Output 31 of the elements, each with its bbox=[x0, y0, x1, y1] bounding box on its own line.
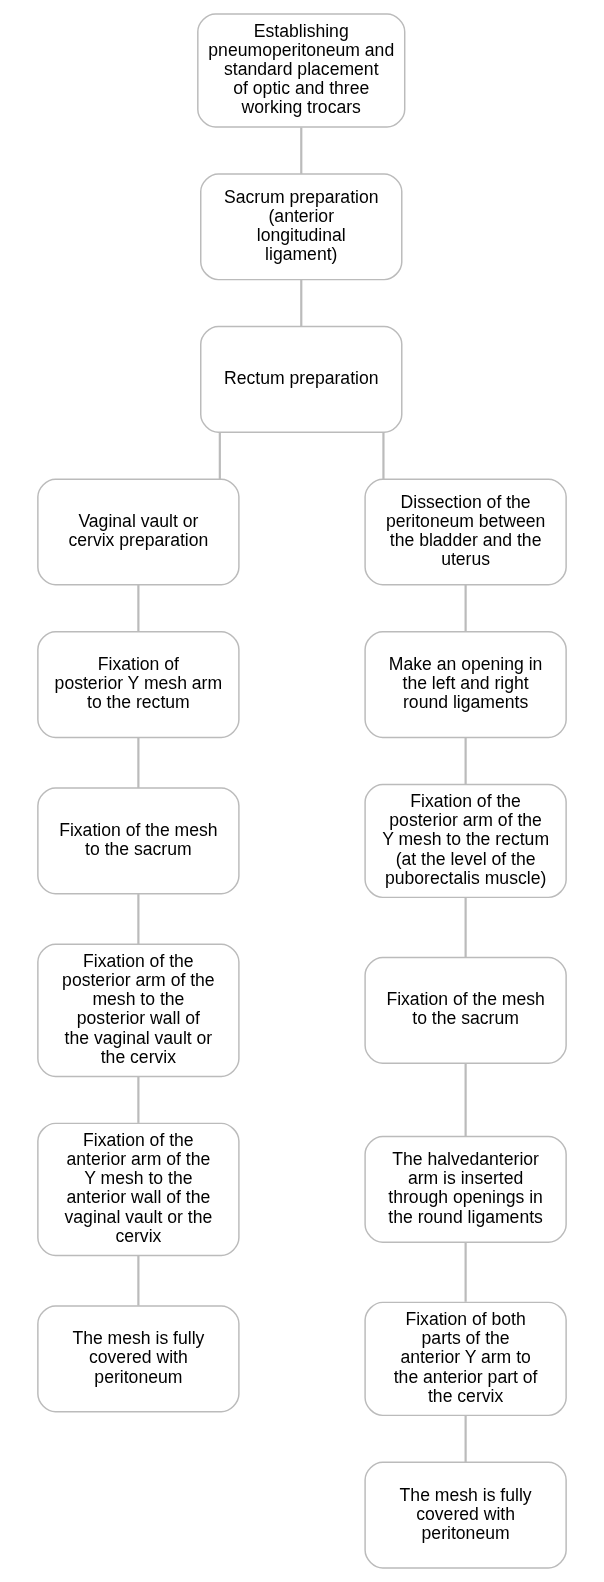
node-box: The mesh is fully covered with peritoneum bbox=[364, 1461, 567, 1569]
connector bbox=[137, 737, 140, 789]
connector bbox=[137, 584, 140, 632]
node-box: Fixation of both parts of the anterior Y arm to the anterior part of the cervix bbox=[364, 1301, 567, 1417]
node-box: Vaginal vault or cervix preparation bbox=[37, 478, 240, 586]
connector bbox=[464, 1242, 467, 1302]
connector bbox=[464, 737, 467, 785]
connector bbox=[464, 584, 467, 632]
connector bbox=[300, 279, 303, 327]
connector bbox=[137, 1076, 140, 1123]
node-box: Fixation of posterior Y mesh arm to the rectum bbox=[37, 631, 240, 739]
node-box: Fixation of the mesh to the sacrum bbox=[37, 787, 240, 895]
node-box: Dissection of the peritoneum between the bladder and the uterus bbox=[364, 478, 567, 586]
node-box: Establishing pneumoperitoneum and standard placement of optic and three working trocars bbox=[197, 13, 406, 128]
node-box: Fixation of the posterior arm of the mesh to the posterior wall of the vaginal vault or the cervix bbox=[37, 943, 240, 1078]
node-box: Fixation of the anterior arm of the Y mesh to the anterior wall of the vaginal vault or the cervix bbox=[37, 1122, 240, 1257]
connector bbox=[464, 1063, 467, 1137]
node-box: Make an opening in the left and right round ligaments bbox=[364, 631, 567, 739]
node-box: Fixation of the mesh to the sacrum bbox=[364, 956, 567, 1064]
connector bbox=[137, 894, 140, 945]
connector bbox=[137, 1255, 140, 1306]
node-box: Rectum preparation bbox=[200, 325, 403, 433]
node-box: The mesh is fully covered with peritoneum bbox=[37, 1305, 240, 1413]
connector bbox=[382, 432, 385, 480]
connector bbox=[464, 1415, 467, 1463]
node-box: Fixation of the posterior arm of the Y mesh to the rectum (at the level of the puborectalis muscle) bbox=[364, 783, 567, 899]
connector bbox=[464, 897, 467, 958]
node-box: Sacrum preparation (anterior longitudinal ligament) bbox=[200, 173, 403, 281]
connector bbox=[218, 432, 221, 480]
node-box: The halvedanterior arm is inserted through openings in the round ligaments bbox=[364, 1135, 567, 1243]
connector bbox=[300, 127, 303, 174]
